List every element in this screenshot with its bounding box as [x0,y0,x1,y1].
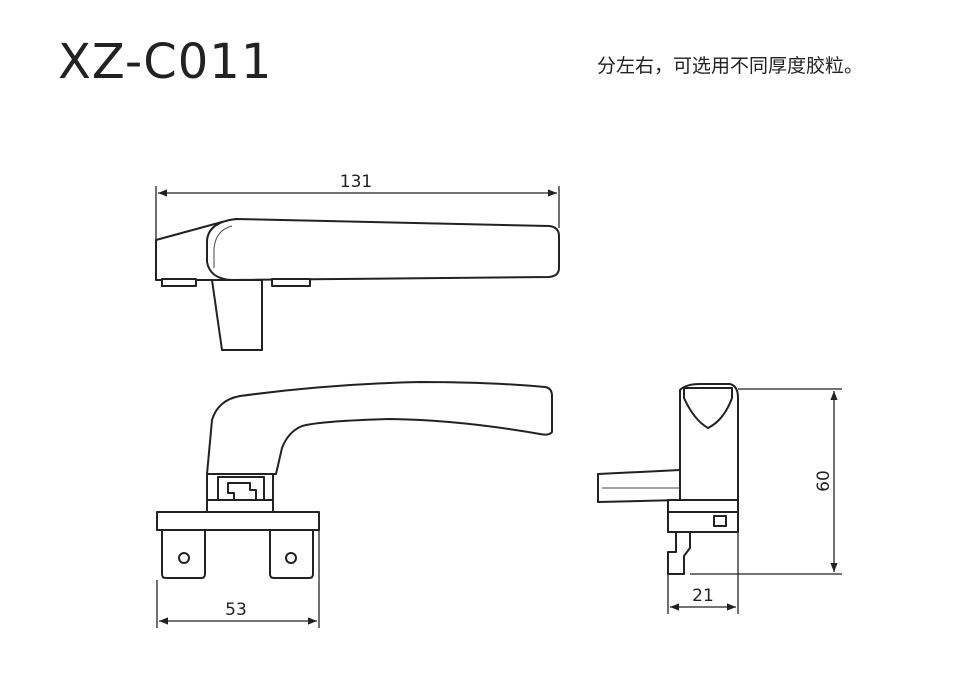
side-view-base [667,499,739,513]
spec-note: 分左右，可选用不同厚度胶粒。 [597,55,864,77]
model-number: XZ-C011 [58,34,273,90]
top-view-spindle [211,279,263,351]
dim-21-label: 21 [692,586,714,606]
front-view-lever [206,381,553,475]
dim-53-label: 53 [225,600,247,620]
top-view-foot-left [161,278,197,287]
side-view-plate [667,511,739,533]
side-view-slot [713,515,727,527]
side-view-tab [667,531,691,575]
mounting-hole-left [178,552,190,564]
top-view: 131 [155,172,560,351]
front-view-collar [206,499,274,513]
side-view-handle-end [597,469,681,503]
front-view-base-plate [156,511,320,531]
side-view: 60 21 [597,383,842,614]
top-view-foot-right [271,278,311,287]
side-view-cap [683,387,733,429]
dim-60-label: 60 [814,470,834,492]
dim-131-label: 131 [340,172,372,192]
front-view: 53 [156,381,553,628]
mounting-hole-right [285,552,297,564]
top-view-lever-edge [213,225,233,268]
top-view-lever [206,218,560,281]
